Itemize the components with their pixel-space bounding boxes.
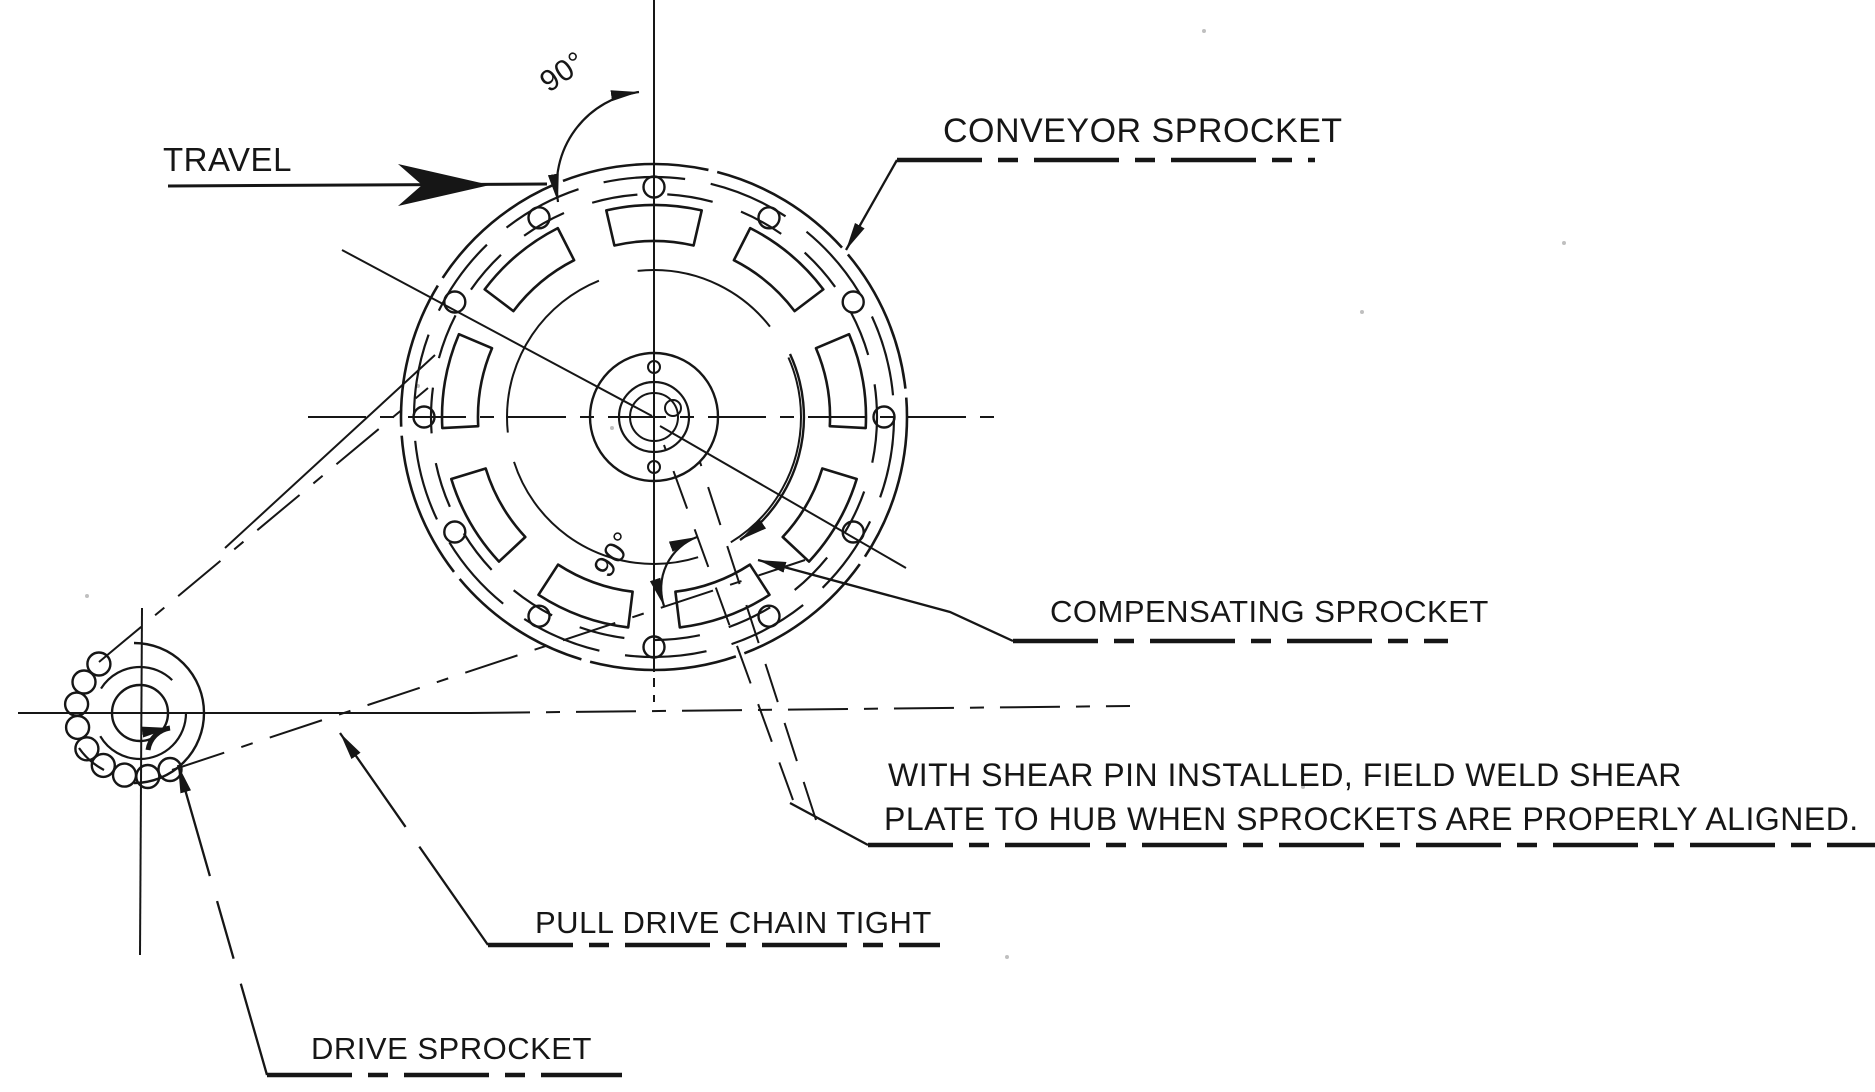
chain-roller [757, 604, 781, 628]
hub-bolt-hole-bottom [647, 460, 661, 474]
sprocket-slot [440, 332, 494, 430]
drive-sprocket-callout: DRIVE SPROCKET [176, 764, 622, 1078]
pull-drive-chain-callout: PULL DRIVE CHAIN TIGHT [339, 732, 940, 948]
chain-roller [642, 635, 666, 659]
inner-angle-annotation: 90° [587, 526, 698, 607]
sprocket-slot [814, 332, 868, 430]
drive-sprocket-label: DRIVE SPROCKET [311, 1031, 592, 1066]
shear-pin-note: WITH SHEAR PIN INSTALLED, FIELD WELD SHE… [789, 757, 1875, 848]
rotation-arrow-arc [739, 353, 806, 541]
drive-chain-roller [63, 691, 90, 717]
shear-pin-sight-line-1 [663, 444, 794, 801]
sprocket-slot [537, 563, 634, 629]
chain-roller [757, 206, 781, 230]
sprocket-slot [732, 226, 825, 313]
chain-rollers [412, 175, 896, 659]
hub-bolt-hole-top [647, 360, 661, 374]
drive-chain-roller [111, 762, 138, 788]
sprocket-slot [483, 226, 576, 313]
drive-chain-slack-side [171, 559, 806, 771]
chain-roller [443, 290, 467, 314]
travel-label: TRAVEL [163, 141, 292, 178]
drive-chain-roller [74, 736, 100, 762]
drive-rotation-arrow [141, 725, 171, 751]
chain-roller [872, 405, 896, 429]
sprocket-slot [781, 467, 858, 563]
drive-chain-tight-side [98, 387, 429, 663]
drive-chain-roller [86, 651, 112, 677]
sprocket-slot [605, 203, 703, 247]
chain-roller [527, 206, 551, 230]
construction-line-left [224, 354, 436, 549]
compensating-sprocket-slots [440, 203, 868, 629]
top-angle-label: 90° [534, 45, 591, 99]
shear-pin-note-line1: WITH SHEAR PIN INSTALLED, FIELD WELD SHE… [888, 757, 1682, 793]
conveyor-sprocket-callout: CONVEYOR SPROCKET [844, 112, 1343, 251]
conveyor-sprocket-label: CONVEYOR SPROCKET [943, 112, 1343, 150]
drive-chain-roller [157, 756, 183, 783]
compensating-sprocket-label: COMPENSATING SPROCKET [1050, 594, 1489, 629]
drive-chain-roller [135, 763, 161, 790]
shear-pin [664, 399, 682, 417]
compensating-sprocket-callout: COMPENSATING SPROCKET [757, 558, 1489, 644]
chain-roller [527, 604, 551, 628]
chain-roller [841, 290, 865, 314]
drive-chain-roller [90, 752, 117, 779]
construction-line-upper [341, 249, 653, 417]
sprocket-slot [674, 563, 771, 629]
pull-drive-chain-label: PULL DRIVE CHAIN TIGHT [535, 905, 932, 940]
chain-roller [412, 405, 436, 429]
drive-chain-roller [71, 669, 97, 695]
chain-roller [642, 175, 666, 199]
rotation-radius-line [659, 425, 907, 569]
drive-horizontal-centerline-ext [469, 705, 1131, 714]
hub [588, 351, 720, 483]
inner-angle-label: 90° [587, 526, 641, 583]
shear-pin-sight-line-2 [699, 461, 817, 821]
travel-arrow [398, 164, 490, 206]
chain-roller [443, 520, 467, 544]
travel-annotation: TRAVEL [163, 141, 548, 206]
drive-chain-roller [64, 714, 91, 741]
shear-pin-note-line2: PLATE TO HUB WHEN SPROCKETS ARE PROPERLY… [884, 801, 1859, 837]
conveyor-sprocket [399, 162, 909, 672]
sprocket-slot [450, 467, 527, 563]
